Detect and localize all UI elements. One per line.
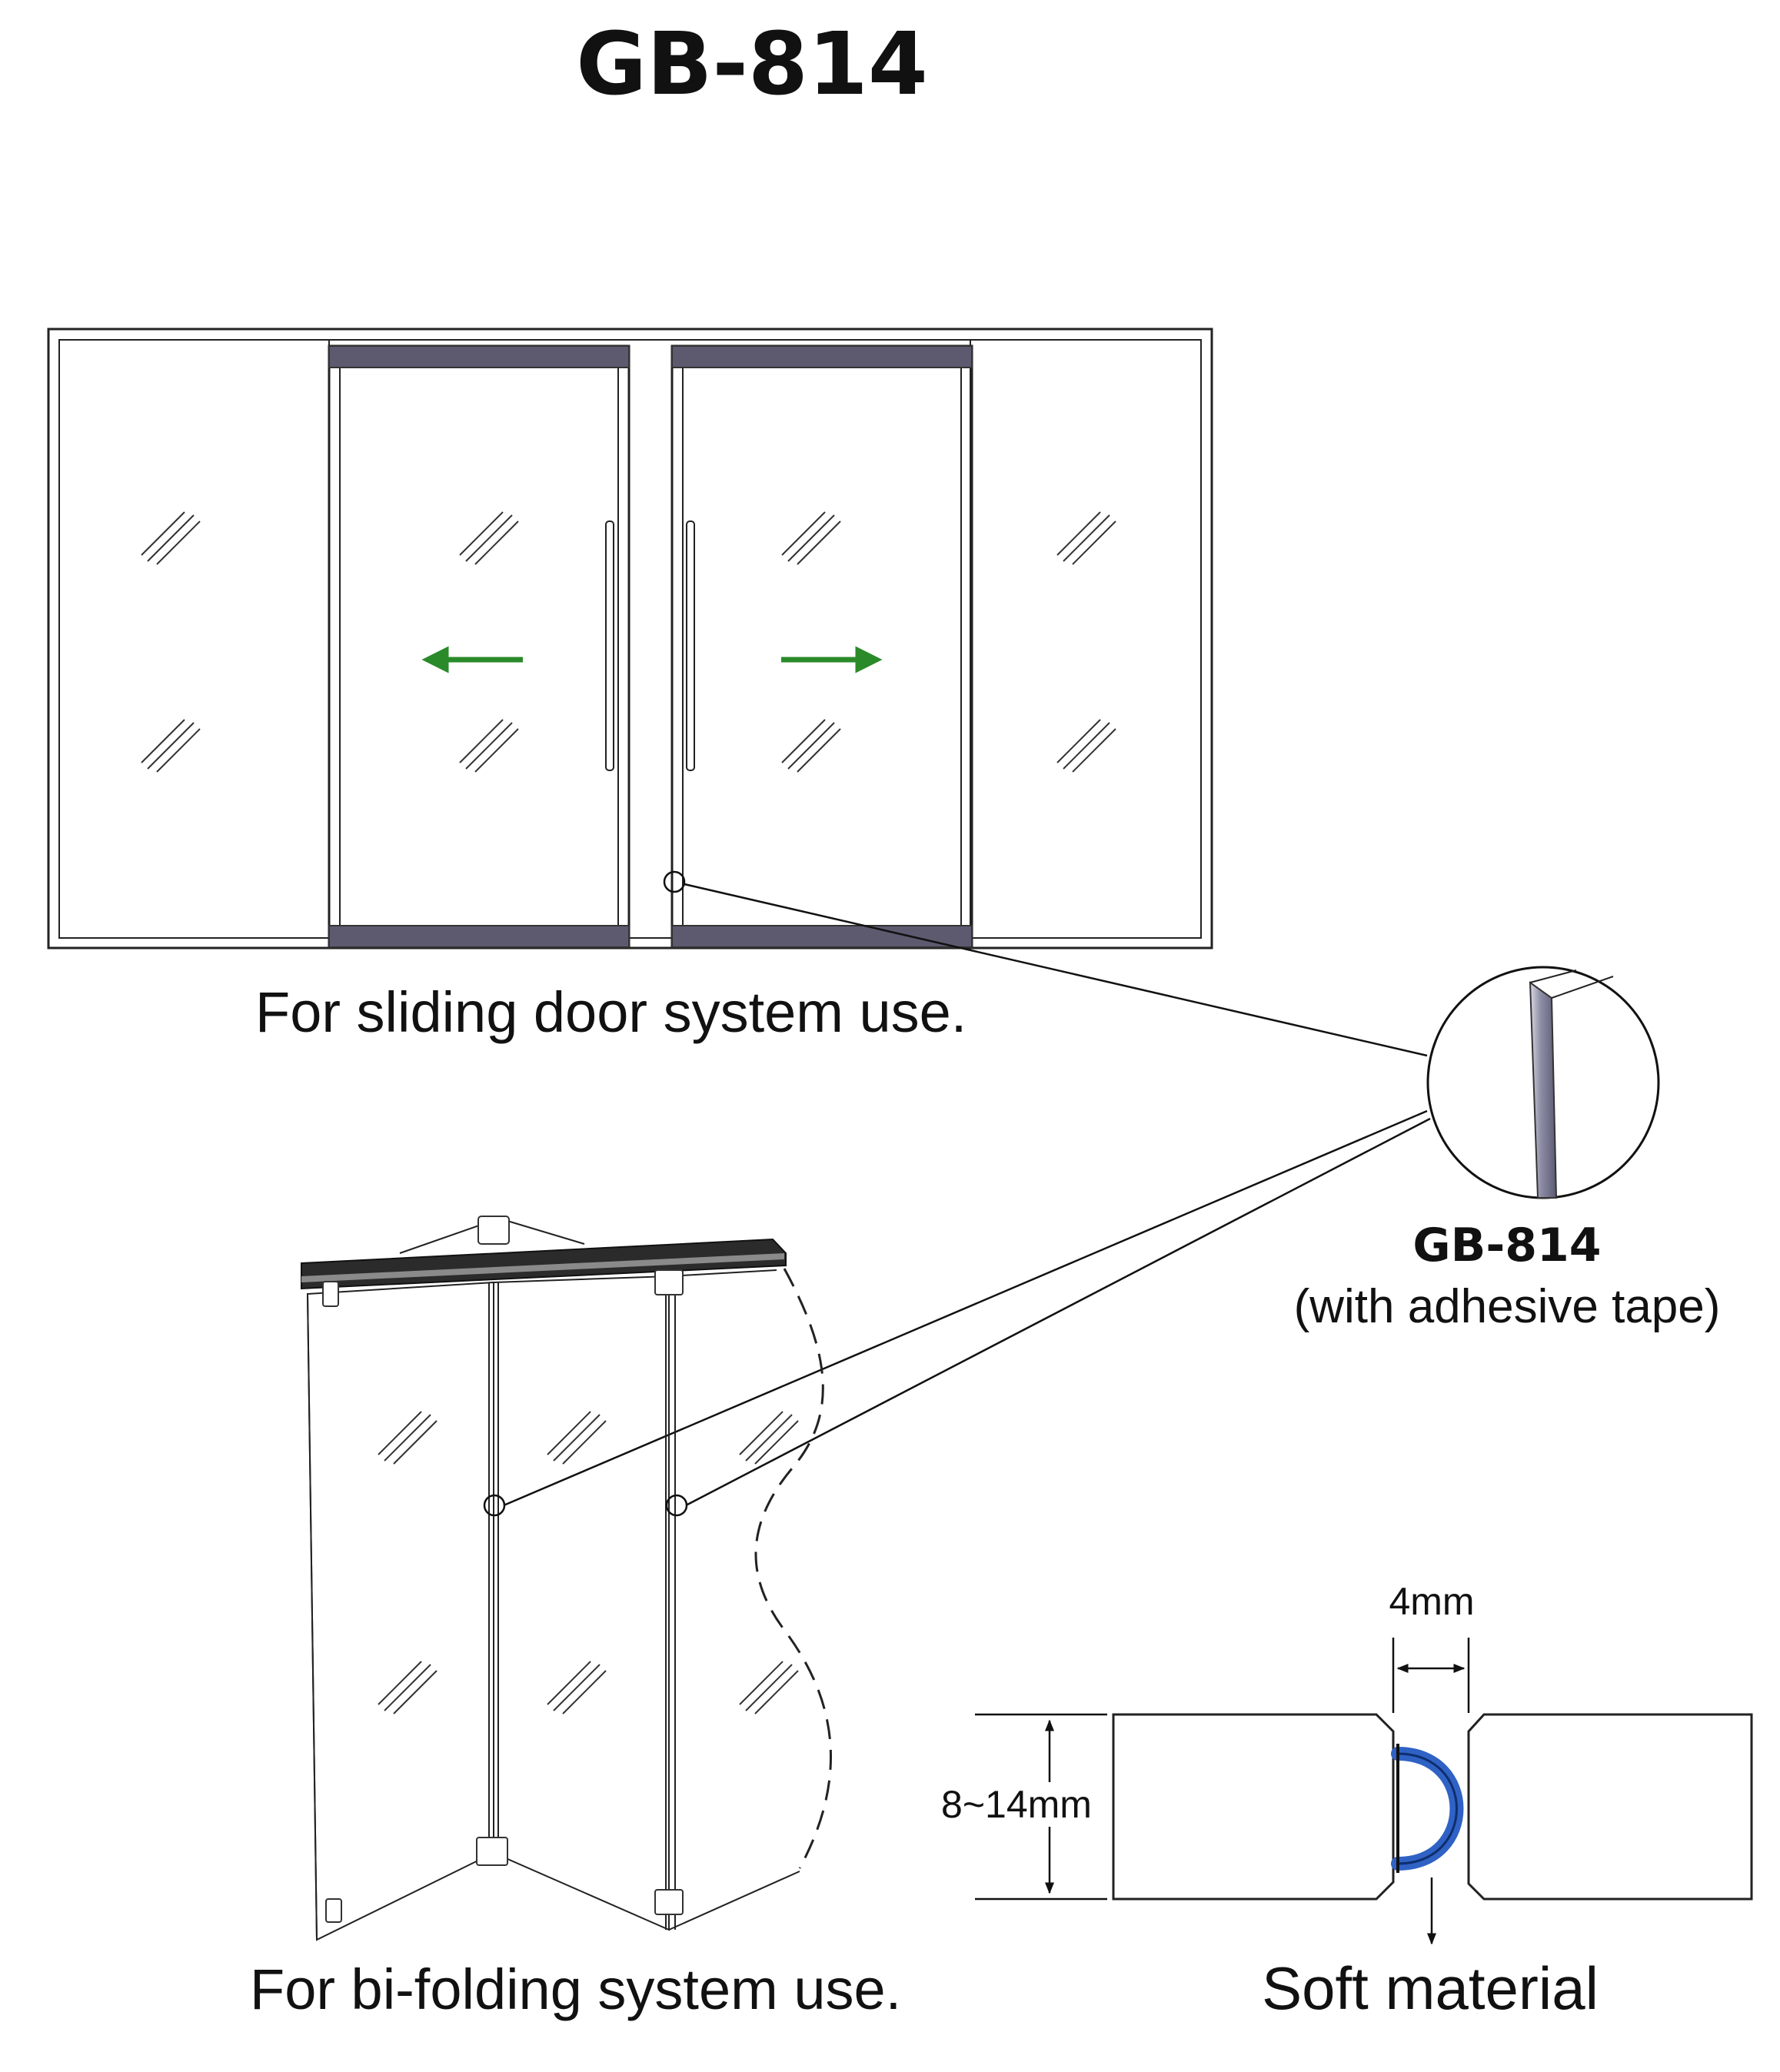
glass-glare-marks xyxy=(141,511,1116,773)
sliding-door-diagram xyxy=(47,328,1213,950)
gap-dimension-label: 4mm xyxy=(1389,1580,1474,1623)
right-door-handle xyxy=(686,520,695,771)
sliding-seal-callout-marker xyxy=(663,870,686,893)
seal-profile xyxy=(1391,1747,1464,1871)
sliding-caption: For sliding door system use. xyxy=(255,980,967,1044)
page-title: GB-814 xyxy=(576,15,928,115)
detail-model-label: GB-814 xyxy=(1412,1219,1601,1272)
bi-folding-diagram xyxy=(301,1216,832,1941)
thickness-dimension-label: 8~14mm xyxy=(941,1783,1092,1826)
bifold-seal-callout-marker-2 xyxy=(665,1494,688,1517)
seal-detail-magnifier xyxy=(1426,966,1660,1199)
detail-note: (with adhesive tape) xyxy=(1294,1280,1721,1333)
right-door-bottom-rail xyxy=(671,925,973,948)
left-door-handle xyxy=(605,520,614,771)
right-door-top-rail xyxy=(671,345,973,368)
left-door-bottom-rail xyxy=(328,925,630,948)
seal-cross-section xyxy=(975,1638,1753,1945)
bifolding-caption: For bi-folding system use. xyxy=(250,1957,901,2021)
bifold-seal-callout-marker-1 xyxy=(483,1494,506,1517)
soft-material-label: Soft material xyxy=(1262,1954,1599,2022)
left-door-top-rail xyxy=(328,345,630,368)
